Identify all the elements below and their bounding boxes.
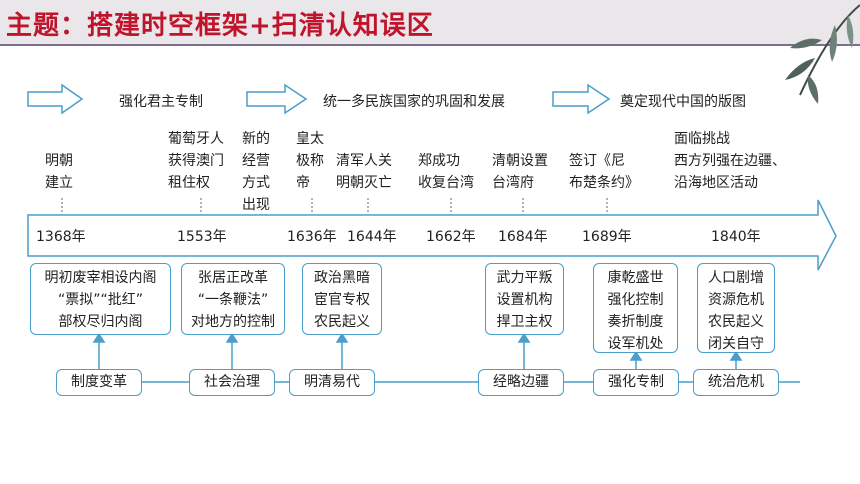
event-qing-enters: 清军人关 明朝灭亡 bbox=[336, 153, 392, 191]
event-zheng-taiwan: 郑成功 收复台湾 bbox=[418, 153, 474, 191]
flow-label-autocracy: 强化君主专制 bbox=[119, 94, 203, 110]
event-portugal-macau: 葡萄牙人 获得澳门 租住权 bbox=[168, 131, 224, 191]
category-frontier: 经略边疆 bbox=[478, 369, 564, 396]
year-1840: 1840年 bbox=[711, 229, 761, 245]
bamboo-decoration bbox=[785, 4, 860, 104]
category-dynasty-change: 明清易代 bbox=[289, 369, 375, 396]
timeline-ticks bbox=[61, 198, 608, 214]
box-zhang-reform: 张居正改革 “一条鞭法” 对地方的控制 bbox=[181, 263, 285, 335]
flow-arrow-3 bbox=[552, 83, 611, 115]
event-ming-founded: 明朝 建立 bbox=[45, 153, 73, 191]
year-1689: 1689年 bbox=[582, 229, 632, 245]
year-1636: 1636年 bbox=[287, 229, 337, 245]
category-autocracy: 强化专制 bbox=[593, 369, 679, 396]
box-crisis: 人口剧增 资源危机 农民起义 闭关自守 bbox=[697, 263, 775, 353]
category-social-governance: 社会治理 bbox=[189, 369, 275, 396]
category-crisis: 统治危机 bbox=[693, 369, 779, 396]
flow-arrow-2 bbox=[246, 83, 308, 115]
box-kangqian: 康乾盛世 强化控制 奏折制度 设军机处 bbox=[593, 263, 678, 353]
box-military: 武力平叛 设置机构 捍卫主权 bbox=[485, 263, 564, 335]
title-bar: 主题：搭建时空框架+扫清认知误区 bbox=[0, 0, 860, 46]
timeline-arrow bbox=[27, 199, 837, 271]
year-1684: 1684年 bbox=[498, 229, 548, 245]
category-system-reform: 制度变革 bbox=[56, 369, 142, 396]
box-ming-reform: 明初废宰相设内阁 “票拟”“批红” 部权尽归内阁 bbox=[30, 263, 171, 335]
flow-arrows bbox=[27, 83, 611, 115]
event-western-threat: 面临挑战 西方列强在边疆、 沿海地区活动 bbox=[674, 131, 786, 191]
event-nerchinsk: 签订《尼 布楚条约》 bbox=[569, 153, 639, 191]
up-arrows bbox=[92, 332, 743, 369]
box-political-dark: 政治黑暗 宦官专权 农民起义 bbox=[302, 263, 382, 335]
year-1644: 1644年 bbox=[347, 229, 397, 245]
event-taiwan-prefecture: 清朝设置 台湾府 bbox=[492, 153, 548, 191]
year-1662: 1662年 bbox=[426, 229, 476, 245]
event-huangtaiji: 皇太 极称 帝 bbox=[296, 131, 324, 191]
flow-label-territory: 奠定现代中国的版图 bbox=[620, 94, 746, 110]
event-new-economy: 新的 经营 方式 出现 bbox=[242, 131, 270, 213]
flow-arrow-1 bbox=[27, 83, 84, 115]
year-1553: 1553年 bbox=[177, 229, 227, 245]
page-title: 主题：搭建时空框架+扫清认知误区 bbox=[6, 11, 434, 41]
year-1368: 1368年 bbox=[36, 229, 86, 245]
flow-label-unification: 统一多民族国家的巩固和发展 bbox=[323, 94, 505, 110]
